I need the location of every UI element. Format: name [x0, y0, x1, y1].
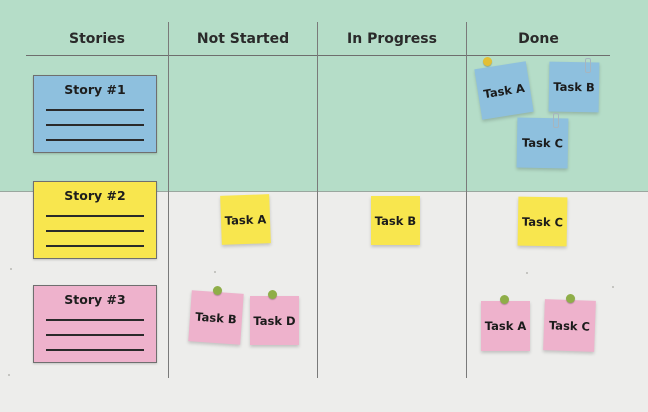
- background-dot: [612, 286, 614, 288]
- paperclip-icon: [585, 58, 591, 73]
- note-label: Task C: [548, 317, 591, 334]
- column-header-not-started: Not Started: [196, 31, 290, 47]
- story-text-line: [46, 215, 144, 217]
- column-header-done: Done: [518, 31, 559, 47]
- column-separator: [466, 22, 467, 378]
- story-card-title: Story #2: [64, 188, 126, 203]
- background-dot: [10, 268, 12, 270]
- story-text-line: [46, 334, 144, 336]
- sticky-note-story3-task-d[interactable]: Task D: [250, 296, 299, 345]
- story-card-3[interactable]: Story #3: [33, 285, 157, 363]
- background-dot: [214, 271, 216, 273]
- story-card-title: Story #3: [64, 292, 126, 307]
- sticky-note-story2-task-a[interactable]: Task A: [220, 194, 271, 245]
- note-label: Task A: [484, 319, 527, 333]
- story-text-line: [46, 349, 144, 351]
- band-divider: [0, 191, 648, 192]
- sticky-note-story1-task-c[interactable]: Task C: [516, 117, 569, 169]
- note-label: Task A: [482, 80, 526, 101]
- column-header-in-progress: In Progress: [347, 31, 437, 47]
- column-header-stories: Stories: [69, 31, 125, 47]
- header-rule: [26, 55, 610, 56]
- story-text-line: [46, 230, 144, 232]
- sticky-note-story2-task-c[interactable]: Task C: [517, 196, 568, 247]
- story-text-line: [46, 124, 144, 126]
- note-label: Task B: [553, 79, 595, 95]
- note-label: Task B: [374, 213, 417, 228]
- paperclip-icon: [553, 113, 559, 128]
- pushpin-icon: [483, 57, 492, 66]
- sticky-note-story2-task-b[interactable]: Task B: [371, 196, 420, 245]
- sticky-note-story3-task-c[interactable]: Task C: [543, 299, 596, 352]
- sticky-note-story3-task-b[interactable]: Task B: [188, 290, 244, 345]
- story-text-line: [46, 319, 144, 321]
- pushpin-icon: [566, 294, 575, 303]
- note-label: Task B: [194, 309, 238, 326]
- story-text-line: [46, 139, 144, 141]
- story-text-line: [46, 109, 144, 111]
- column-separator: [168, 22, 169, 378]
- story-card-2[interactable]: Story #2: [33, 181, 157, 259]
- background-dot: [8, 374, 10, 376]
- sticky-note-story1-task-a[interactable]: Task A: [474, 61, 534, 120]
- sticky-note-story3-task-a[interactable]: Task A: [481, 301, 530, 351]
- pushpin-icon: [500, 295, 509, 304]
- pushpin-icon: [268, 290, 277, 299]
- sticky-note-story1-task-b[interactable]: Task B: [548, 61, 600, 113]
- note-label: Task C: [521, 214, 564, 229]
- background-dot: [526, 272, 528, 274]
- pushpin-icon: [213, 286, 222, 295]
- column-separator: [317, 22, 318, 378]
- story-card-1[interactable]: Story #1: [33, 75, 157, 153]
- note-label: Task A: [224, 211, 267, 228]
- note-label: Task C: [521, 135, 564, 151]
- note-label: Task D: [253, 313, 296, 328]
- story-card-title: Story #1: [64, 82, 126, 97]
- story-text-line: [46, 245, 144, 247]
